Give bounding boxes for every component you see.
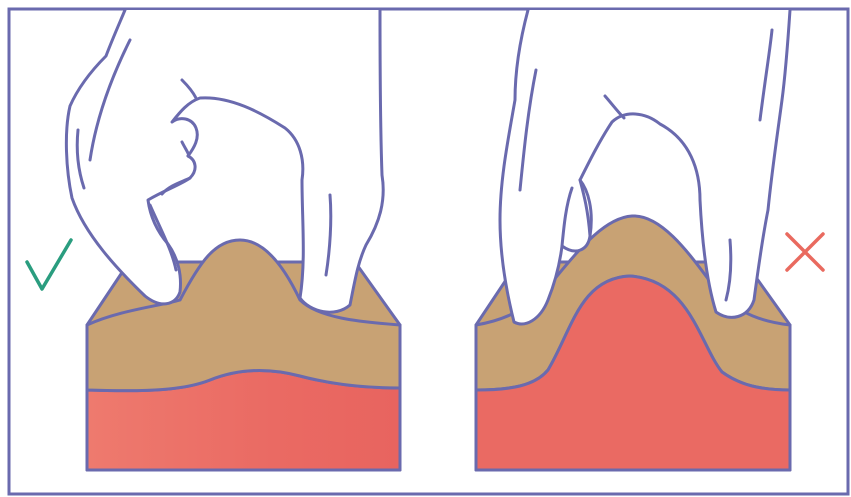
diagram-svg: [0, 0, 851, 497]
diagram-stage: [0, 0, 851, 497]
